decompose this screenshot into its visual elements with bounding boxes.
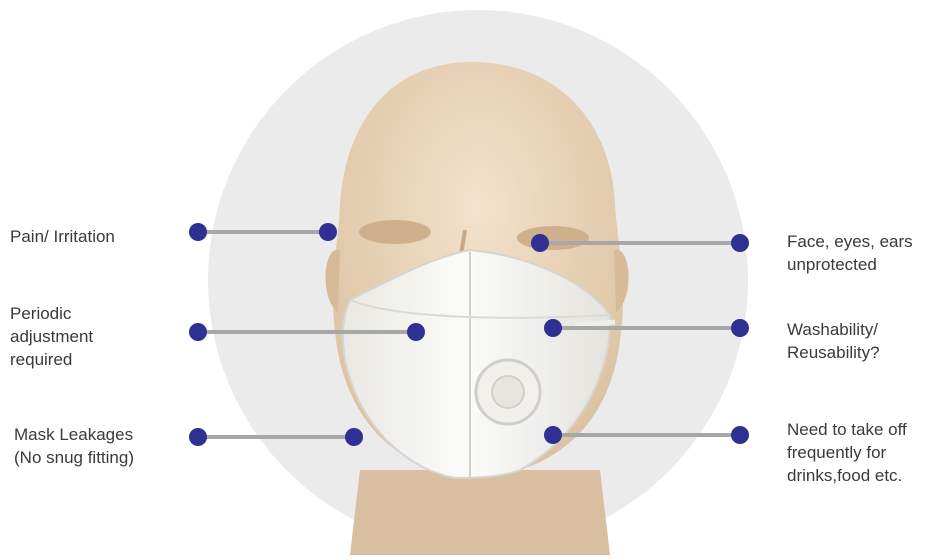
marker-dot-mask-leakages-start <box>189 428 207 446</box>
callout-label-line: Pain/ Irritation <box>10 225 115 248</box>
mask-strap <box>575 322 615 325</box>
marker-dot-take-off-frequently-start <box>544 426 562 444</box>
callout-label-line: Mask Leakages <box>14 423 134 446</box>
callout-label-line: Face, eyes, ears <box>787 230 913 253</box>
marker-dot-take-off-frequently-end <box>731 426 749 444</box>
callout-label-line: unprotected <box>787 253 913 276</box>
marker-dot-periodic-adjustment-end <box>407 323 425 341</box>
callout-label-line: Washability/ <box>787 318 880 341</box>
callout-label-line: Periodic <box>10 302 93 325</box>
callout-label-right-1: Face, eyes, ears unprotected <box>787 230 913 276</box>
marker-dot-pain-irritation-end <box>319 223 337 241</box>
callout-label-line: Need to take off <box>787 418 907 441</box>
neck <box>350 470 610 555</box>
callout-label-left-3: Mask Leakages (No snug fitting) <box>14 423 134 469</box>
marker-dot-washability-end <box>731 319 749 337</box>
marker-dot-washability-start <box>544 319 562 337</box>
right-eye <box>517 226 589 250</box>
valve-center <box>492 376 524 408</box>
callout-label-line: adjustment <box>10 325 93 348</box>
callout-label-line: drinks,food etc. <box>787 464 907 487</box>
callout-label-left-2: Periodic adjustment required <box>10 302 93 371</box>
marker-dot-face-eyes-ears-start <box>531 234 549 252</box>
marker-dot-face-eyes-ears-end <box>731 234 749 252</box>
callout-label-right-3: Need to take off frequently for drinks,f… <box>787 418 907 487</box>
callout-label-line: (No snug fitting) <box>14 446 134 469</box>
marker-dot-pain-irritation-start <box>189 223 207 241</box>
callout-label-line: required <box>10 348 93 371</box>
marker-dot-mask-leakages-end <box>345 428 363 446</box>
callout-label-right-2: Washability/ Reusability? <box>787 318 880 364</box>
callout-label-line: frequently for <box>787 441 907 464</box>
callout-label-line: Reusability? <box>787 341 880 364</box>
callout-label-left-1: Pain/ Irritation <box>10 225 115 248</box>
left-eye <box>359 220 431 244</box>
marker-dot-periodic-adjustment-start <box>189 323 207 341</box>
